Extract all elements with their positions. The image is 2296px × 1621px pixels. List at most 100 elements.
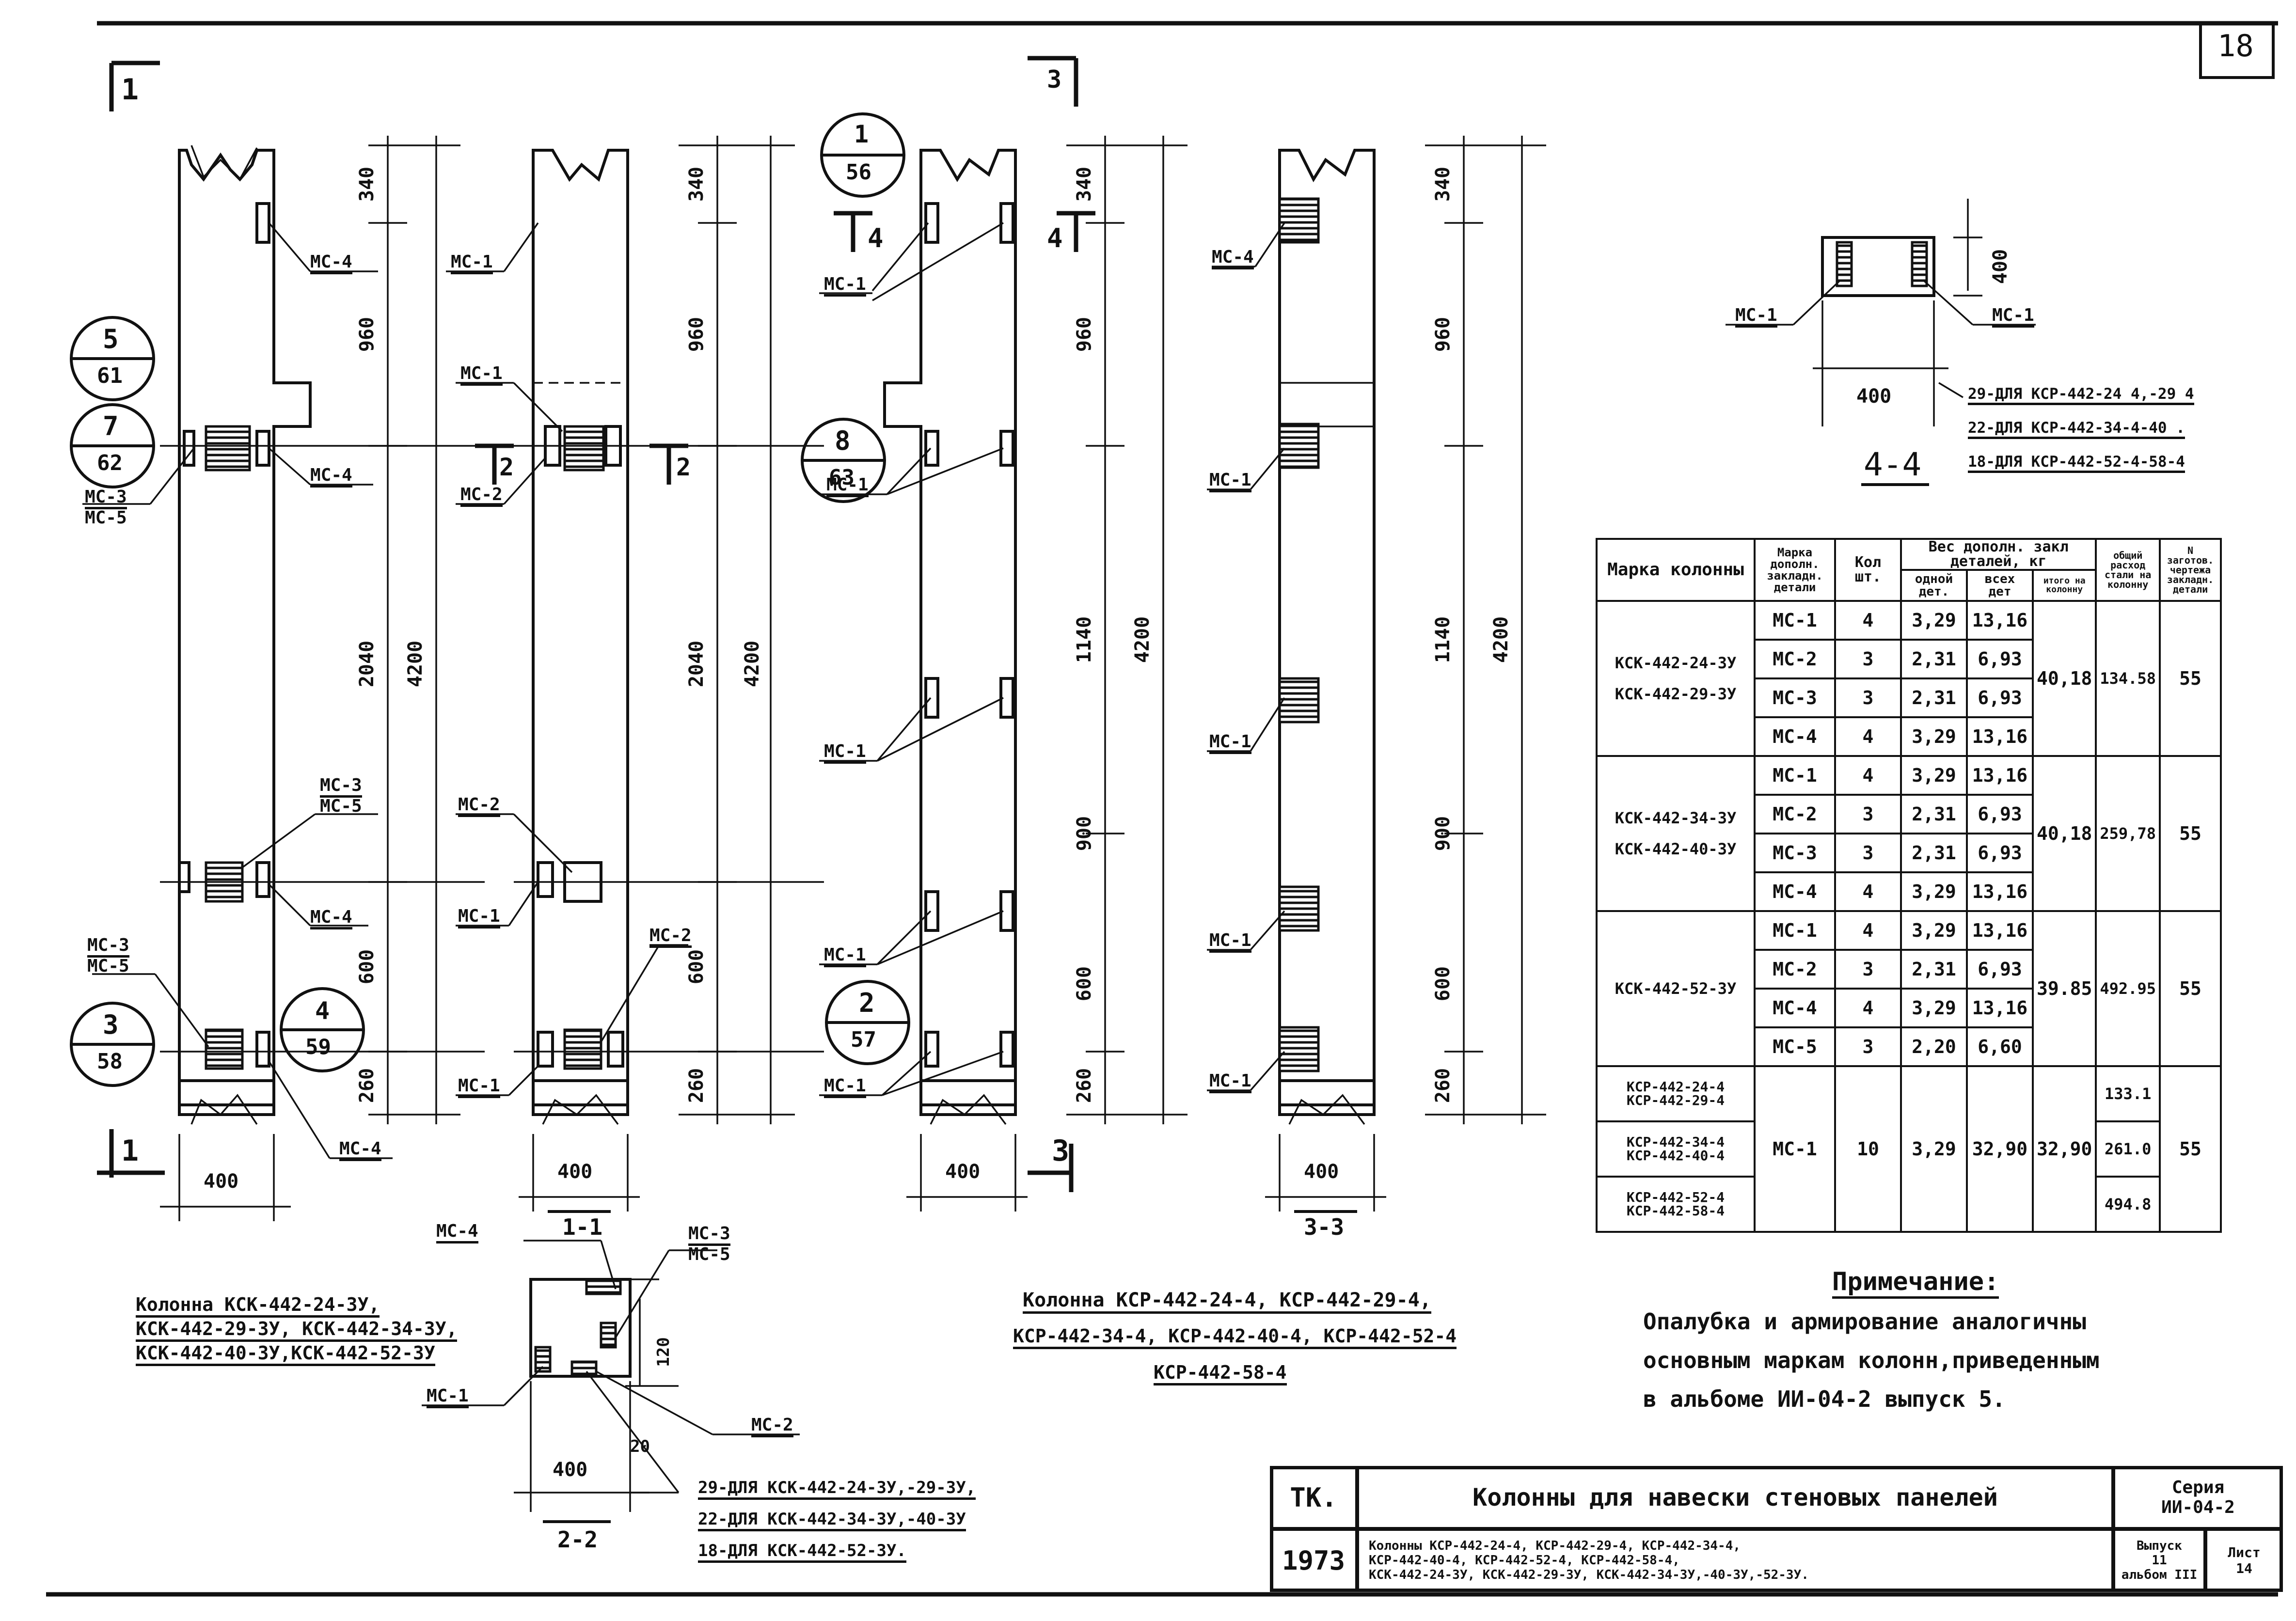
section-mark-4-left: 4 — [868, 223, 884, 253]
part-label: МС-2 — [458, 795, 500, 817]
column-1-elevation — [70, 61, 485, 1221]
part-label: МС-1 — [1209, 1071, 1251, 1093]
header-qty: Кол шт. — [1834, 538, 1902, 602]
cell: МС-2 — [1754, 794, 1836, 834]
cell: 3 — [1834, 639, 1902, 679]
cell: 3 — [1834, 677, 1902, 718]
cell: 3 — [1834, 949, 1902, 990]
cell: МС-1 — [1754, 910, 1836, 951]
cell: 32,90 — [1966, 1065, 2034, 1233]
cell: МС-2 — [1754, 639, 1836, 679]
cell-zakl: 55 — [2158, 910, 2222, 1067]
cell-zakl: 55 — [2158, 600, 2222, 757]
cell: МС-1 — [1754, 755, 1836, 796]
cell: 13,16 — [1966, 755, 2034, 796]
svg-text:340: 340 — [356, 167, 378, 202]
cell: МС-4 — [1754, 871, 1836, 912]
part-label: МС-1 — [451, 252, 493, 274]
callout-top: 2 — [859, 988, 875, 1018]
note-line: Опалубка и армирование аналогичны — [1643, 1308, 2086, 1335]
cell: МС-3 — [1754, 677, 1836, 718]
cell: 2,31 — [1900, 949, 1968, 990]
part-label: МС-5 — [320, 796, 362, 816]
svg-text:1140: 1140 — [1432, 616, 1454, 663]
svg-text:340: 340 — [1073, 167, 1095, 202]
cell-zakl: 55 — [2158, 755, 2222, 912]
part-label: МС-3 — [87, 935, 129, 958]
callout-bottom: 62 — [97, 451, 123, 475]
caption-ksr-line: КСР-442-34-4, КСР-442-40-4, КСР-442-52-4 — [1013, 1325, 1457, 1349]
part-label: МС-5 — [85, 508, 127, 528]
callout-bottom: 63 — [829, 465, 855, 490]
header-part: Марка дополн. закладн. детали — [1754, 538, 1836, 602]
callout-bottom: 56 — [846, 160, 871, 185]
cell: 4 — [1834, 988, 1902, 1028]
cell-steel: 259,78 — [2095, 755, 2161, 912]
part-label: МС-1 — [1992, 305, 2034, 328]
view-label-4-4: 4-4 — [1864, 446, 1922, 483]
svg-text:2040: 2040 — [356, 641, 378, 687]
cell: 3,29 — [1900, 716, 1968, 757]
part-label: МС-1 — [824, 1076, 866, 1098]
svg-text:600: 600 — [1432, 966, 1454, 1001]
view-label-2-2: 2-2 — [557, 1527, 598, 1553]
cell: 3,29 — [1900, 988, 1968, 1028]
caption-ksk-line: КСК-442-29-3У, КСК-442-34-3У, — [136, 1318, 458, 1342]
part-label: МС-2 — [649, 926, 692, 948]
part-label: МС-4 — [310, 907, 352, 929]
dimension-400: 400 — [1304, 1161, 1339, 1183]
svg-text:1140: 1140 — [1073, 616, 1095, 663]
cell: 10 — [1834, 1065, 1902, 1233]
section-mark-3-bottom: 3 — [1052, 1134, 1070, 1168]
header-steel: общий расход стали на колонну — [2095, 538, 2161, 602]
svg-text:600: 600 — [1073, 966, 1095, 1001]
view-label-3-3: 3-3 — [1304, 1214, 1345, 1240]
part-label: МС-1 — [826, 475, 869, 497]
sheet-frame — [46, 21, 2278, 1597]
part-label: МС-4 — [310, 252, 352, 274]
callout-top: 5 — [103, 324, 119, 354]
cell-total: 40,18 — [2031, 600, 2097, 757]
part-label: МС-2 — [751, 1415, 793, 1437]
dimension-400: 400 — [1856, 385, 1892, 408]
dimension-400: 400 — [945, 1161, 981, 1183]
part-label: МС-1 — [460, 363, 503, 386]
cell-steel: 494.8 — [2095, 1176, 2161, 1233]
svg-text:260: 260 — [1432, 1068, 1454, 1103]
cell: 2,31 — [1900, 794, 1968, 834]
callout-top: 7 — [103, 411, 119, 441]
callout-bottom: 61 — [97, 363, 123, 388]
cell: 4 — [1834, 755, 1902, 796]
svg-text:900: 900 — [1073, 816, 1095, 851]
caption-ksr-line: Колонна КСР-442-24-4, КСР-442-29-4, — [1023, 1289, 1431, 1314]
dimension-20: 20 — [630, 1437, 650, 1456]
note-line: основным маркам колонн,приведенным — [1643, 1347, 2100, 1373]
caption-ksk-line: Колонна КСК-442-24-3У, — [136, 1294, 380, 1318]
note-4-4-line: 22-ДЛЯ КСР-442-34-4-40 . — [1968, 419, 2185, 439]
svg-text:600: 600 — [356, 949, 378, 984]
cell: 6,93 — [1966, 677, 2034, 718]
cell: МС-2 — [1754, 949, 1836, 990]
cell: МС-3 — [1754, 833, 1836, 873]
cell-mark: КСК-442-52-3У — [1596, 910, 1756, 1067]
callout-top: 4 — [315, 997, 330, 1025]
svg-text:960: 960 — [1432, 317, 1454, 352]
part-label: МС-4 — [1212, 247, 1254, 269]
title-subtitle: Колонны КСР-442-24-4, КСР-442-29-4, КСР-… — [1357, 1529, 2113, 1592]
cell: 3,29 — [1900, 910, 1968, 951]
svg-text:260: 260 — [356, 1068, 378, 1103]
cell: 4 — [1834, 600, 1902, 641]
part-label: МС-1 — [824, 945, 866, 967]
part-label: МС-5 — [87, 956, 129, 976]
svg-text:340: 340 — [1432, 167, 1454, 202]
cell: 2,31 — [1900, 677, 1968, 718]
svg-text:960: 960 — [356, 317, 378, 352]
column-2-section-view — [1207, 136, 1546, 1213]
cell: 13,16 — [1966, 871, 2034, 912]
part-label: МС-3 — [320, 775, 362, 798]
cell: 3,29 — [1900, 871, 1968, 912]
part-label: МС-1 — [1209, 470, 1251, 492]
specification-table: Марка колонны Марка дополн. закладн. дет… — [1596, 538, 2222, 1233]
